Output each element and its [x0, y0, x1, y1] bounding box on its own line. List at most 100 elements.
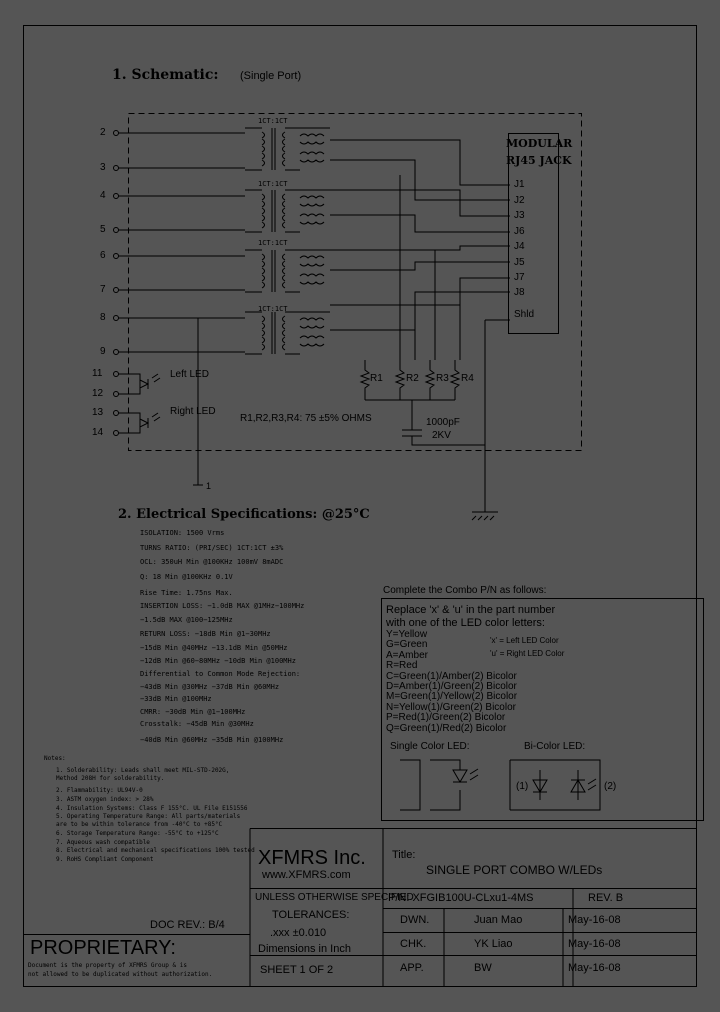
- note-1: Method 208H for solderability.: [56, 775, 165, 782]
- cap-value-2: 2KV: [432, 430, 451, 441]
- jack-title-1: MODULAR: [506, 137, 573, 150]
- drawing-title: SINGLE PORT COMBO W/LEDs: [426, 863, 603, 877]
- jack-pin-1: J2: [514, 195, 525, 206]
- title-label: Title:: [392, 849, 416, 861]
- note-10: 9. RoHS Compliant Component: [56, 856, 154, 863]
- led-color-9: Q=Green(1)/Red(2) Bicolor: [386, 722, 507, 734]
- jack-title-2: RJ45 JACK: [506, 154, 572, 167]
- left-pin-3: 5: [100, 224, 106, 235]
- jack-pin-3: J6: [514, 226, 525, 237]
- left-pin-5: 7: [100, 284, 106, 295]
- company-name: XFMRS Inc.: [258, 847, 366, 869]
- notes-heading: Notes:: [44, 755, 66, 762]
- electrical-line-9: −12dB Min @60−80MHz −10dB Min @100MHz: [140, 657, 296, 665]
- dwn-date: May-16-08: [568, 914, 621, 926]
- electrical-line-15: −40dB Min @60MHz −35dB Min @100MHz: [140, 736, 284, 744]
- jack-pin-5: J5: [514, 257, 525, 268]
- revision: REV. B: [588, 892, 624, 904]
- jack-pin-2: J3: [514, 210, 525, 221]
- note-7: 6. Storage Temperature Range: -55°C to +…: [56, 830, 219, 837]
- resistor-label-0: R1: [370, 373, 383, 384]
- bicolor-pin-2: (2): [604, 781, 617, 792]
- electrical-line-0: ISOLATION: 1500 Vrms: [140, 529, 225, 537]
- led-color-5: D=Amber(1)/Green(2) Bicolor: [386, 681, 517, 692]
- jack-pin-7: J8: [514, 287, 525, 298]
- led-color-0: Y=Yellow: [386, 629, 428, 640]
- led-color-3: R=Red: [386, 660, 418, 672]
- electrical-line-10: Differential to Common Mode Rejection:: [140, 670, 301, 678]
- electrical-line-11: −43dB Min @30MHz −37dB Min @60MHz: [140, 683, 280, 691]
- right-led-label: Right LED: [170, 406, 216, 417]
- electrical-line-14: Crosstalk: −45dB Min @30MHz: [140, 720, 254, 728]
- schematic-subheading: (Single Port): [240, 70, 302, 82]
- chk-date: May-16-08: [568, 938, 621, 950]
- chk-label: CHK.: [400, 938, 427, 950]
- chk-name: YK Liao: [474, 938, 513, 950]
- electrical-line-12: −33dB Min @100MHz: [140, 695, 212, 703]
- electrical-line-1: TURNS RATIO: (PRI/SEC) 1CT:1CT ±3%: [140, 544, 284, 552]
- single-led-label: Single Color LED:: [390, 741, 470, 752]
- tolerance-value: .xxx ±0.010: [270, 927, 327, 939]
- x-note: 'x' = Left LED Color: [490, 636, 559, 645]
- part-number: P/N: XFGIB100U-CLxu1-4MS: [388, 892, 534, 904]
- schematic-heading: 1. Schematic:: [112, 67, 219, 83]
- electrical-line-13: CMRR: −30dB Min @1−100MHz: [140, 708, 246, 716]
- unless-specified: UNLESS OTHERWISE SPECIFIED: [255, 892, 414, 903]
- left-pin-0: 2: [100, 127, 106, 138]
- jack-pin-4: J4: [514, 241, 525, 252]
- note-2: 2. Flammability: UL94V-0: [56, 787, 143, 794]
- dimensions-unit: Dimensions in Inch: [258, 943, 351, 955]
- company-website: www.XFMRS.com: [262, 869, 351, 881]
- proprietary-heading: PROPRIETARY:: [30, 937, 176, 959]
- sheet-number: SHEET 1 OF 2: [260, 964, 334, 976]
- proprietary-line-2: not allowed to be duplicated without aut…: [28, 971, 213, 978]
- jack-pin-8: Shld: [514, 309, 535, 320]
- resistor-label-2: R3: [436, 373, 449, 384]
- bicolor-led-label: Bi-Color LED:: [524, 741, 586, 752]
- led-pin-1: 12: [92, 388, 104, 399]
- led-pin-0: 11: [92, 368, 103, 379]
- app-name: BW: [474, 962, 492, 974]
- app-date: May-16-08: [568, 962, 621, 974]
- left-pin-1: 3: [100, 162, 106, 173]
- left-pin-2: 4: [100, 190, 106, 201]
- dwn-name: Juan Mao: [474, 914, 523, 926]
- u-note: 'u' = Right LED Color: [490, 649, 565, 658]
- led-color-2: A=Amber: [386, 649, 428, 661]
- left-led-label: Left LED: [170, 369, 209, 380]
- combo-replace-1: Replace 'x' & 'u' in the part number: [386, 604, 556, 616]
- note-0: 1. Solderability: Leads shall meet MIL-S…: [56, 767, 230, 774]
- led-pin-2: 13: [92, 407, 104, 418]
- resistor-label-1: R2: [406, 373, 419, 384]
- bicolor-pin-1: (1): [516, 781, 529, 792]
- doc-revision: DOC REV.: B/4: [150, 919, 225, 931]
- tolerances-label: TOLERANCES:: [272, 909, 350, 921]
- led-color-4: C=Green(1)/Amber(2) Bicolor: [386, 670, 517, 682]
- electrical-line-2: OCL: 350uH Min @100KHz 100mV 8mADC: [140, 558, 284, 566]
- proprietary-line-1: Document is the property of XFMRS Group …: [28, 962, 187, 969]
- dwn-label: DWN.: [400, 914, 430, 926]
- left-pin-7: 9: [100, 346, 106, 357]
- note-8: 7. Aqueous wash compatible: [56, 839, 150, 846]
- transformer-label-1: 1CT:1CT: [258, 180, 288, 188]
- ground-pin: 1: [206, 481, 212, 491]
- left-pin-4: 6: [100, 250, 106, 261]
- resistor-note: R1,R2,R3,R4: 75 ±5% OHMS: [240, 413, 372, 424]
- electrical-heading: 2. Electrical Specifications: @25°C: [118, 507, 370, 522]
- led-color-7: N=Yellow(1)/Green(2) Bicolor: [386, 701, 516, 713]
- led-color-1: G=Green: [386, 639, 428, 651]
- electrical-line-4: Rise Time: 1.75ns Max.: [140, 589, 233, 597]
- transformer-label-0: 1CT:1CT: [258, 117, 288, 125]
- note-5: 5. Operating Temperature Range: All part…: [56, 813, 241, 820]
- note-9: 8. Electrical and mechanical specificati…: [56, 847, 255, 854]
- transformer-label-2: 1CT:1CT: [258, 239, 288, 247]
- electrical-line-3: Q: 18 Min @100KHz 0.1V: [140, 573, 233, 581]
- note-4: 4. Insulation Systems: Class F 155°C. UL…: [56, 805, 248, 812]
- jack-pin-6: J7: [514, 272, 525, 283]
- led-pin-3: 14: [92, 427, 104, 438]
- electrical-line-5: INSERTION LOSS: −1.0dB MAX @1MHz−100MHz: [140, 602, 305, 610]
- left-pin-6: 8: [100, 312, 106, 323]
- led-color-6: M=Green(1)/Yellow(2) Bicolor: [386, 691, 518, 703]
- combo-heading: Complete the Combo P/N as follows:: [383, 585, 547, 596]
